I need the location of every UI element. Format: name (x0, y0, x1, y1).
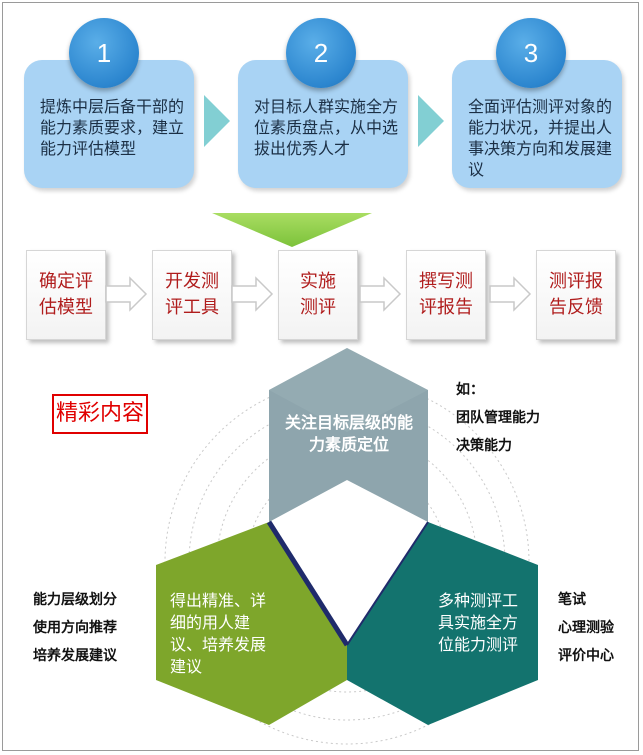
process-step-3: 实施测评 (278, 250, 358, 340)
side-left-item: 能力层级划分 (33, 592, 117, 608)
side-right-item: 心理测验 (558, 620, 614, 636)
arrow-right-icon (231, 276, 274, 312)
side-left-list: 能力层级划分 使用方向推荐 培养发展建议 (33, 586, 117, 670)
step-number-2: 2 (286, 18, 356, 88)
arrow-right-icon (105, 276, 148, 312)
capability-hex-diagram (156, 348, 538, 745)
process-step-5: 测评报告反馈 (536, 250, 616, 340)
chevron-right-icon (204, 95, 230, 147)
side-top-item: 团队管理能力 (456, 410, 540, 426)
side-top-item: 决策能力 (456, 438, 512, 454)
hex-right-text: 多种测评工具实施全方位能力测评 (438, 591, 519, 654)
arrow-right-icon (489, 276, 532, 312)
step-text-1: 提炼中层后备干部的能力素质要求，建立能力评估模型 (40, 97, 185, 158)
side-left-item: 使用方向推荐 (33, 620, 117, 636)
funnel-down-arrow-icon (212, 213, 372, 247)
process-step-label: 撰写测评报告 (419, 271, 473, 318)
step-card-2: 对目标人群实施全方位素质盘点，从中选拔出优秀人才 (238, 60, 408, 188)
process-step-label: 确定评估模型 (39, 271, 93, 318)
side-left-item: 培养发展建议 (33, 648, 117, 664)
process-step-label: 实施测评 (300, 271, 336, 318)
arrow-right-icon (359, 276, 402, 312)
hex-left-text: 得出精准、详细的用人建议、培养发展建议 (170, 591, 267, 676)
side-top-list: 如： 团队管理能力 决策能力 (456, 376, 540, 460)
side-top-lead: 如： (456, 382, 484, 398)
process-step-1: 确定评估模型 (26, 250, 106, 340)
process-step-label: 测评报告反馈 (549, 271, 603, 318)
step-text-2: 对目标人群实施全方位素质盘点，从中选拔出优秀人才 (254, 97, 399, 158)
hex-top-text: 关注目标层级的能力素质定位 (284, 413, 413, 454)
step-text-3: 全面评估测评对象的能力状况，并提出人事决策方向和发展建议 (468, 97, 613, 179)
step-number-1: 1 (69, 18, 139, 88)
process-step-label: 开发测评工具 (165, 271, 219, 318)
side-right-list: 笔试 心理测验 评价中心 (558, 586, 614, 670)
side-right-item: 评价中心 (558, 648, 614, 664)
process-step-2: 开发测评工具 (152, 250, 232, 340)
step-card-3: 全面评估测评对象的能力状况，并提出人事决策方向和发展建议 (452, 60, 622, 188)
highlight-badge: 精彩内容 (52, 394, 148, 434)
step-number-3: 3 (496, 18, 566, 88)
chevron-right-icon (418, 95, 444, 147)
process-step-4: 撰写测评报告 (406, 250, 486, 340)
side-right-item: 笔试 (558, 592, 586, 608)
